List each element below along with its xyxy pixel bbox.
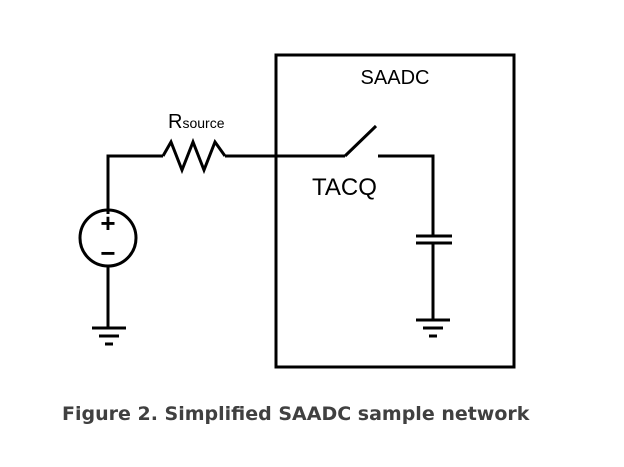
resistor-label-main: R (168, 111, 182, 133)
resistor-symbol (161, 137, 227, 175)
wire-source-to-resistor (106, 154, 163, 214)
resistor-label-subscript: source (182, 115, 224, 131)
switch-label: TACQ (312, 174, 377, 201)
resistor-label: Rsource (168, 111, 225, 133)
wire-switch-to-capacitor (378, 154, 435, 236)
saadc-block (274, 53, 516, 369)
saadc-label: SAADC (361, 67, 430, 89)
switch-blade (343, 124, 378, 158)
voltage-source-minus: − (100, 238, 115, 268)
circuit-diagram: SAADC Rsource TACQ + − (78, 53, 516, 369)
voltage-source-plus: + (100, 208, 115, 238)
source-ground-icon (92, 326, 126, 346)
figure-caption: Figure 2. Simplified SAADC sample networ… (62, 403, 530, 425)
capacitor-ground-icon (416, 318, 450, 338)
